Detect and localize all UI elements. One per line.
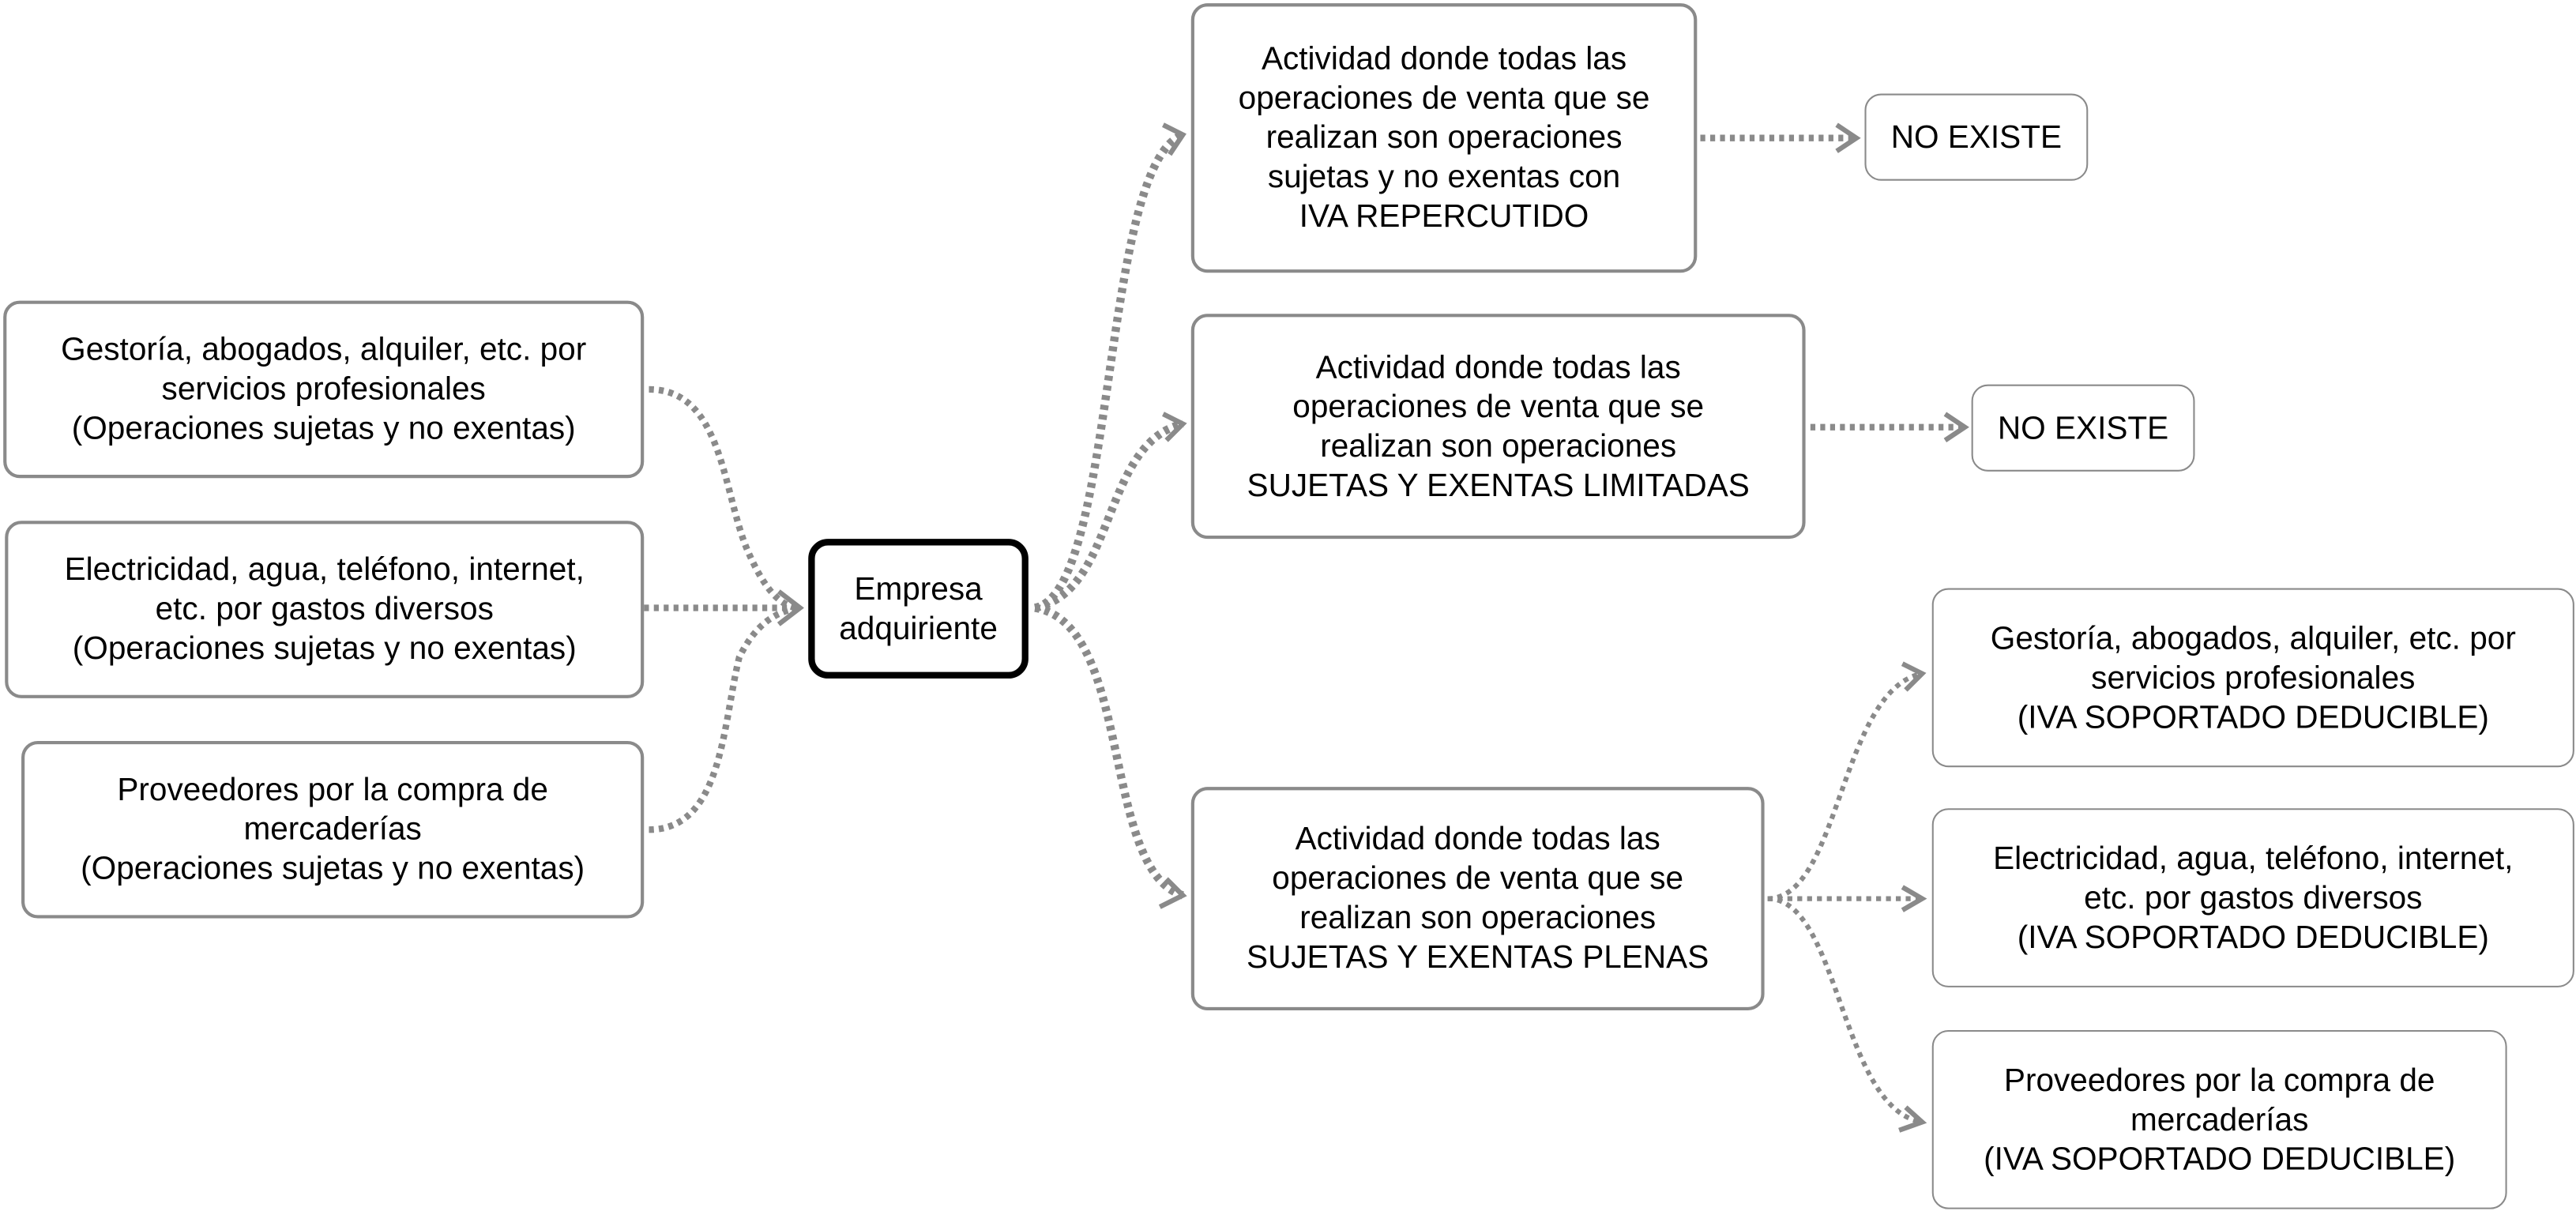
edge-left1-center — [649, 385, 801, 611]
node-no-existe-2: NO EXISTE — [1971, 384, 2195, 472]
node-text: realizan son operaciones — [1299, 900, 1657, 937]
node-text: operaciones de venta que se — [1292, 388, 1705, 425]
node-text: (Operaciones sujetas y no exentas) — [71, 410, 576, 447]
arrowhead-icon — [1158, 877, 1187, 909]
node-text: etc. por gastos diversos — [2084, 879, 2423, 916]
node-no-existe-1: NO EXISTE — [1864, 93, 2089, 181]
node-text: NO EXISTE — [1890, 118, 2063, 156]
node-text: (IVA SOPORTADO DEDUCIBLE) — [1984, 1141, 2456, 1178]
node-text: mercaderías — [243, 811, 422, 848]
node-text: realizan son operaciones — [1320, 427, 1677, 464]
arrowhead-icon — [1835, 122, 1861, 153]
node-text: sujetas y no exentas con — [1267, 159, 1621, 196]
node-text: etc. por gastos diversos — [155, 591, 494, 628]
node-text: (IVA SOPORTADO DEDUCIBLE) — [2017, 698, 2489, 735]
node-text: SUJETAS Y EXENTAS PLENAS — [1247, 939, 1709, 976]
node-text: servicios profesionales — [2091, 659, 2416, 696]
node-text: SUJETAS Y EXENTAS LIMITADAS — [1247, 467, 1750, 504]
node-text: IVA REPERCUTIDO — [1299, 198, 1589, 235]
node-text: Empresa — [854, 570, 983, 607]
node-left-utilities: Electricidad, agua, teléfono, internet,e… — [5, 521, 645, 698]
node-text: Proveedores por la compra de — [2003, 1062, 2435, 1099]
arrowhead-icon — [1898, 1105, 1927, 1133]
node-text: Proveedores por la compra de — [117, 772, 548, 809]
node-text: NO EXISTE — [1997, 409, 2169, 446]
edge-right3-ded1 — [1767, 671, 1923, 901]
arrowhead-icon — [1901, 661, 1927, 692]
arrowhead-icon — [777, 589, 804, 626]
edge-center-right2 — [1034, 419, 1184, 612]
node-text: servicios profesionales — [161, 371, 486, 408]
arrowhead-icon — [1901, 885, 1927, 912]
node-text: (IVA SOPORTADO DEDUCIBLE) — [2017, 919, 2489, 956]
node-text: adquiriente — [839, 610, 998, 647]
node-text: operaciones de venta que se — [1272, 860, 1684, 897]
node-text: Actividad donde todas las — [1315, 348, 1681, 385]
node-text: Electricidad, agua, teléfono, internet, — [64, 551, 585, 589]
node-text: mercaderías — [2130, 1101, 2309, 1138]
node-text: Gestoría, abogados, alquiler, etc. por — [61, 332, 587, 368]
node-text: operaciones de venta que se — [1238, 80, 1650, 117]
arrowhead-icon — [1943, 412, 1969, 442]
node-text: (Operaciones sujetas y no exentas) — [72, 630, 577, 668]
node-text: realizan son operaciones — [1265, 119, 1623, 156]
edge-right3-ded3 — [1767, 896, 1923, 1125]
arrowhead-icon — [1162, 412, 1187, 442]
node-deducible-utilities: Electricidad, agua, teléfono, internet,e… — [1931, 808, 2574, 987]
node-text: (Operaciones sujetas y no exentas) — [81, 851, 585, 888]
node-text: Actividad donde todas las — [1261, 40, 1627, 77]
node-text: Gestoría, abogados, alquiler, etc. por — [1990, 620, 2516, 656]
edge-center-right3 — [1034, 604, 1185, 900]
node-text: Actividad donde todas las — [1295, 821, 1660, 858]
node-text: Electricidad, agua, teléfono, internet, — [1993, 840, 2514, 877]
edge-center-right1 — [1033, 130, 1185, 612]
edge-left3-center — [649, 604, 801, 833]
arrowhead-icon — [1162, 122, 1186, 156]
